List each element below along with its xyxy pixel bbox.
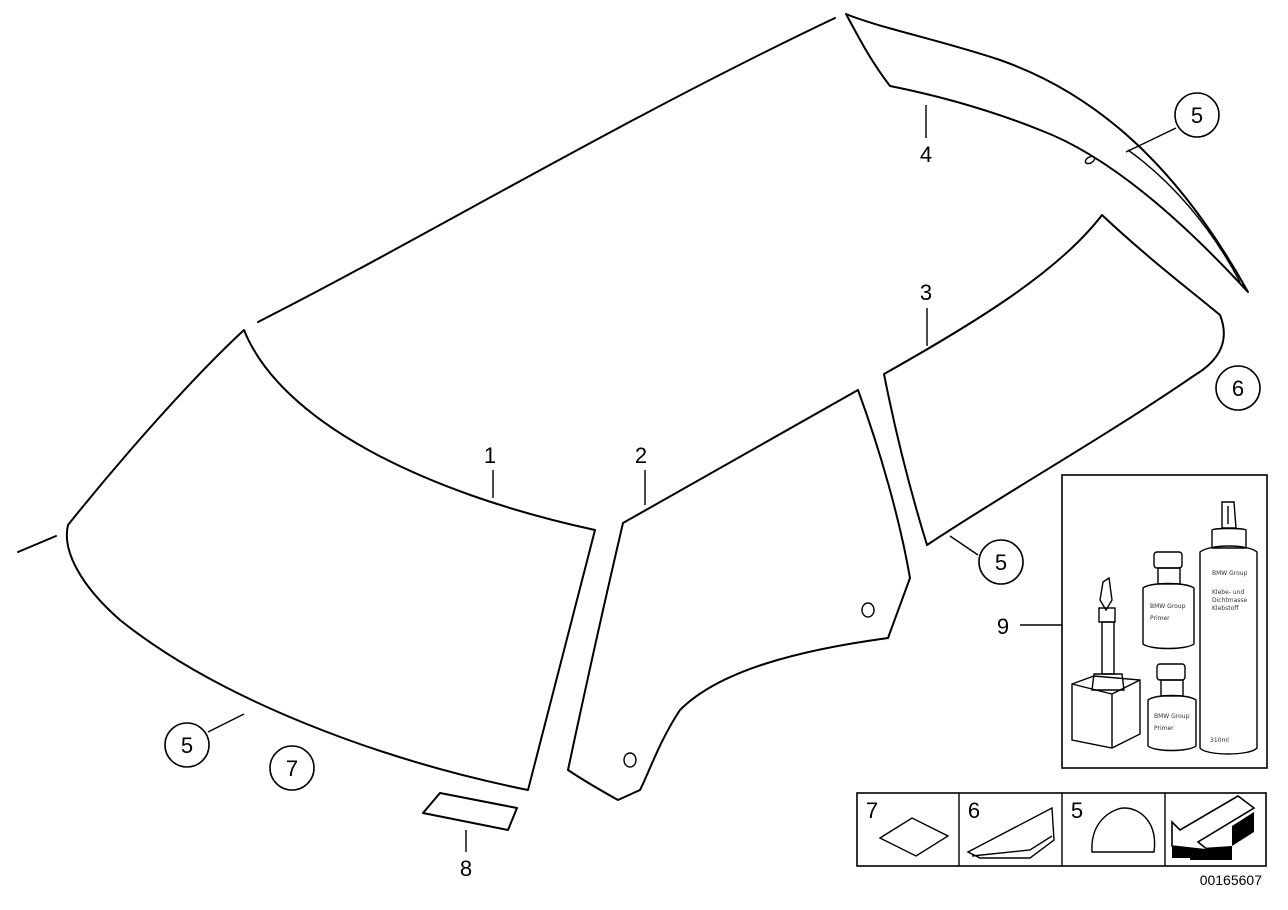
kit-box: [1061, 474, 1268, 769]
legend-label-5: 5: [1071, 798, 1083, 823]
document-number: 00165607: [1200, 872, 1263, 888]
callout-1: 1: [484, 443, 496, 468]
leader-5-windscreen: [207, 713, 245, 733]
callout-circle-6: 6: [1215, 365, 1261, 411]
svg-text:Klebe- und: Klebe- und: [1212, 589, 1244, 596]
part-sticker: [422, 792, 518, 831]
legend-clip-dome: [1091, 807, 1156, 853]
legend-pad-shape: [878, 817, 950, 857]
rear-window-hole: [1084, 155, 1096, 165]
callout-3: 3: [920, 280, 932, 305]
svg-text:6: 6: [1232, 376, 1244, 401]
callout-9: 9: [997, 614, 1009, 639]
roof-outline: [257, 17, 836, 323]
legend-label-6: 6: [968, 798, 980, 823]
svg-text:BMW Group: BMW Group: [1154, 713, 1190, 720]
callout-circle-5-windscreen: 5: [164, 722, 210, 768]
part-rear-window: [845, 13, 1249, 293]
leader-5-rear-window: [1125, 127, 1177, 153]
svg-text:5: 5: [995, 550, 1007, 575]
hood-line: [17, 535, 57, 553]
callout-8: 8: [460, 856, 472, 881]
callout-2: 2: [635, 443, 647, 468]
svg-text:BMW Group: BMW Group: [1150, 603, 1186, 610]
legend-side-piece-edge: [971, 835, 1053, 857]
part-front-door-glass: [567, 389, 911, 801]
front-door-hole-upper: [861, 602, 875, 618]
svg-text:BMW Group: BMW Group: [1212, 570, 1248, 577]
applicator-bottle: [1071, 576, 1141, 749]
legend-side-piece-shape: [966, 806, 1055, 859]
primer-bottle-lower: BMW Group Primer: [1147, 663, 1197, 752]
part-windscreen: [65, 329, 596, 791]
primer-bottle-upper: BMW Group Primer: [1142, 551, 1195, 650]
svg-text:Klebstoff: Klebstoff: [1212, 605, 1239, 612]
svg-text:7: 7: [286, 756, 298, 781]
svg-text:Primer: Primer: [1154, 725, 1174, 732]
callout-circle-5-rear-door: 5: [978, 539, 1024, 585]
callout-circle-7: 7: [269, 745, 315, 791]
legend-label-7: 7: [866, 798, 878, 823]
adhesive-tube: BMW Group Klebe- und Dichtmasse Klebstof…: [1199, 501, 1258, 755]
arrow-icon: [1170, 795, 1256, 860]
leader-5-rear-door: [949, 535, 979, 556]
svg-text:Dichtmasse: Dichtmasse: [1212, 597, 1248, 604]
rear-window-inner-line: [1127, 149, 1241, 283]
callout-4: 4: [920, 142, 932, 167]
part-rear-door-glass: [883, 214, 1225, 546]
svg-text:Primer: Primer: [1150, 615, 1170, 622]
svg-text:5: 5: [1191, 103, 1203, 128]
svg-text:310ml: 310ml: [1210, 737, 1229, 744]
svg-text:5: 5: [181, 733, 193, 758]
front-door-hole-lower: [623, 752, 637, 768]
callout-circle-5-rear-window: 5: [1174, 92, 1220, 138]
